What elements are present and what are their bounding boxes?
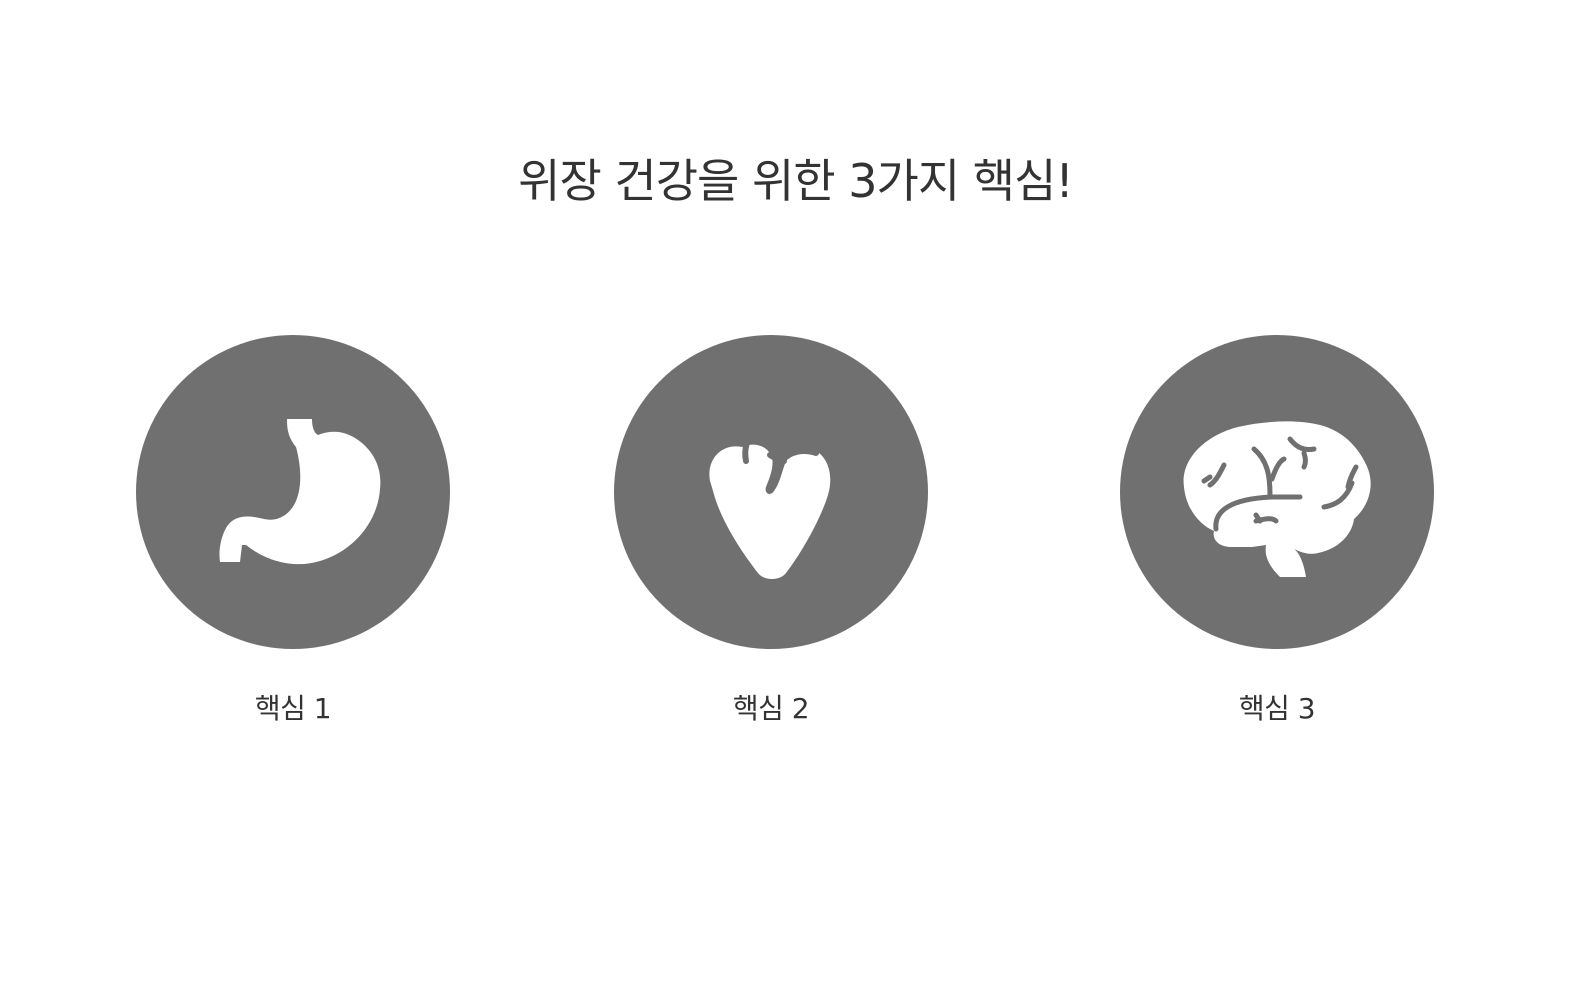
icon-circle bbox=[614, 335, 928, 649]
card-3: 핵심 3 bbox=[1120, 335, 1434, 723]
card-label: 핵심 1 bbox=[254, 692, 332, 725]
card-2: 핵심 2 bbox=[614, 335, 928, 723]
card-1: 핵심 1 bbox=[136, 335, 450, 723]
icon-circle bbox=[136, 335, 450, 649]
icon-circle bbox=[1120, 335, 1434, 649]
page-title: 위장 건강을 위한 3가지 핵심! bbox=[518, 154, 1074, 208]
heart-icon bbox=[709, 408, 831, 579]
card-label: 핵심 2 bbox=[732, 692, 810, 725]
card-label: 핵심 3 bbox=[1238, 692, 1316, 725]
brain-icon bbox=[1183, 421, 1371, 577]
stomach-icon bbox=[219, 419, 381, 565]
